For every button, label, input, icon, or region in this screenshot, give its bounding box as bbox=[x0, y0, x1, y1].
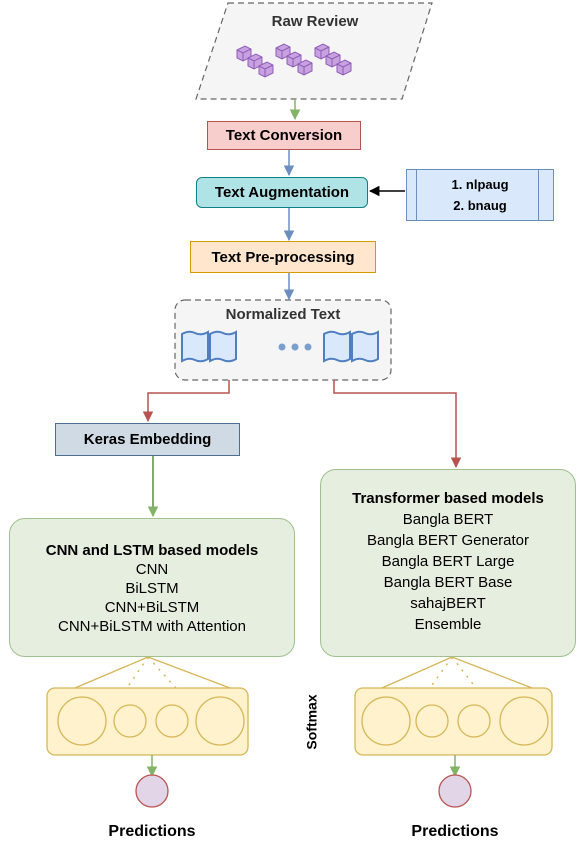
arrow-normalized-to-transformer bbox=[333, 380, 462, 469]
predictions-label-left: Predictions bbox=[108, 823, 196, 840]
keras-embedding-box: Keras Embedding bbox=[55, 423, 240, 456]
cnn-lstm-model-item: CNN+BiLSTM bbox=[104, 599, 200, 616]
cnn-lstm-model-item: CNN bbox=[135, 561, 169, 578]
arrow-normalized-to-embedding bbox=[142, 380, 230, 423]
cnn-lstm-model-item: CNN+BiLSTM with Attention bbox=[58, 618, 246, 635]
augmentation-tools-box: 1. nlpaug 2. bnaug bbox=[406, 169, 554, 221]
transformer-model-item: sahajBERT bbox=[410, 595, 486, 612]
normalized-text-label: Normalized Text bbox=[225, 306, 341, 323]
cnn-lstm-models-title: CNN and LSTM based models bbox=[45, 542, 259, 559]
transformer-model-item: Bangla BERT bbox=[402, 511, 494, 528]
raw-review-title: Raw Review bbox=[271, 13, 359, 30]
transformer-model-item: Bangla BERT Base bbox=[383, 574, 513, 591]
text-preprocessing-box: Text Pre-processing bbox=[190, 241, 376, 273]
softmax-label: Softmax bbox=[304, 694, 320, 749]
transformer-model-item: Ensemble bbox=[414, 616, 482, 633]
raw-review-node bbox=[195, 2, 433, 100]
transformer-model-item: Bangla BERT Large bbox=[381, 553, 515, 570]
transformer-models-title: Transformer based models bbox=[352, 490, 544, 507]
document-pages-icon bbox=[181, 330, 379, 363]
cnn-lstm-model-item: BiLSTM bbox=[125, 580, 179, 597]
text-augmentation-box: Text Augmentation bbox=[196, 177, 368, 208]
prediction-node-right bbox=[438, 774, 472, 808]
prediction-node-left bbox=[135, 774, 169, 808]
text-conversion-box: Text Conversion bbox=[207, 121, 361, 150]
softmax-layer-right bbox=[354, 656, 553, 756]
predictions-label-right: Predictions bbox=[411, 823, 499, 840]
cnn-lstm-models-box: CNN and LSTM based models CNN BiLSTM CNN… bbox=[9, 518, 295, 657]
augmentation-tool-item: 2. bnaug bbox=[453, 198, 507, 213]
augmentation-tool-item: 1. nlpaug bbox=[451, 177, 509, 192]
transformer-models-box: Transformer based models Bangla BERT Ban… bbox=[320, 469, 576, 657]
transformer-model-item: Bangla BERT Generator bbox=[366, 532, 530, 549]
softmax-layer-left bbox=[46, 656, 249, 756]
